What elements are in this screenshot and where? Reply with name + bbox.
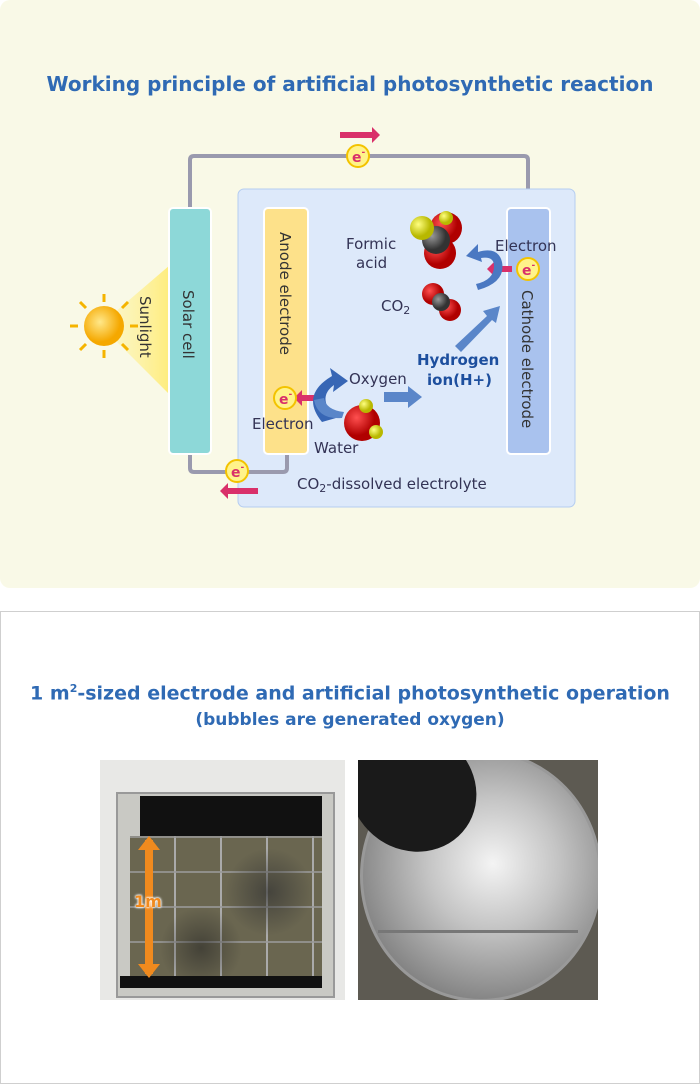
svg-text:e-: e- [522,261,536,279]
electron-badge-anode: e- [273,386,297,410]
principle-title: Working principle of artificial photosyn… [46,72,654,96]
svg-text:e-: e- [231,463,245,481]
oxygen-bubbles-photo [358,760,598,1000]
formic-acid-label-2: acid [356,254,387,272]
sunlight-label: Sunlight [136,296,154,358]
anode-label: Anode electrode [276,232,294,355]
hydrogen-label-1: Hydrogen [417,351,499,369]
water-label: Water [314,439,359,457]
sun-icon [70,294,138,358]
arrow-to-hydrogen [384,386,422,408]
electron-anode-label: Electron [252,415,314,433]
water-arrow [314,398,344,419]
principle-diagram: Sunlight Solar cell Anode electrode Cath… [70,127,576,508]
sunlight-beam [100,265,170,395]
electrode-title: 1 m2-sized electrode and artificial phot… [30,682,670,705]
electrode-photo: 1m [100,760,345,1000]
cathode-label: Cathode electrode [518,290,536,428]
electron-flow-arrow-top [340,127,380,143]
hydrogen-arrow [455,306,500,352]
scale-label: 1m [134,892,162,911]
electron-badge-bottom: e- [225,459,249,483]
hydrogen-label-2: ion(H+) [427,371,492,389]
electron-flow-arrow-bottom [220,483,258,499]
svg-text:e-: e- [352,148,366,166]
electron-badge-cathode: e- [516,257,540,281]
co2-molecule [422,283,461,321]
scale-arrow-icon [145,840,153,974]
co2-label: CO2 [381,297,410,317]
cathode-reaction-arrow [466,244,503,290]
electron-cathode-label: Electron [495,237,557,255]
electron-arrow-anode [294,390,323,406]
oxygen-label: Oxygen [349,370,407,388]
water-molecule [344,399,383,441]
solar-cell [168,207,212,455]
formic-acid-label-1: Formic [346,235,396,253]
formic-acid-molecule [410,211,462,269]
solar-cell-label: Solar cell [179,290,197,359]
principle-panel: Working principle of artificial photosyn… [0,0,700,588]
svg-text:e-: e- [279,390,293,408]
electrode-subtitle: (bubbles are generated oxygen) [195,710,505,730]
electron-badge-top: e- [346,144,370,168]
electrolyte-label: CO2-dissolved electrolyte [297,475,487,495]
